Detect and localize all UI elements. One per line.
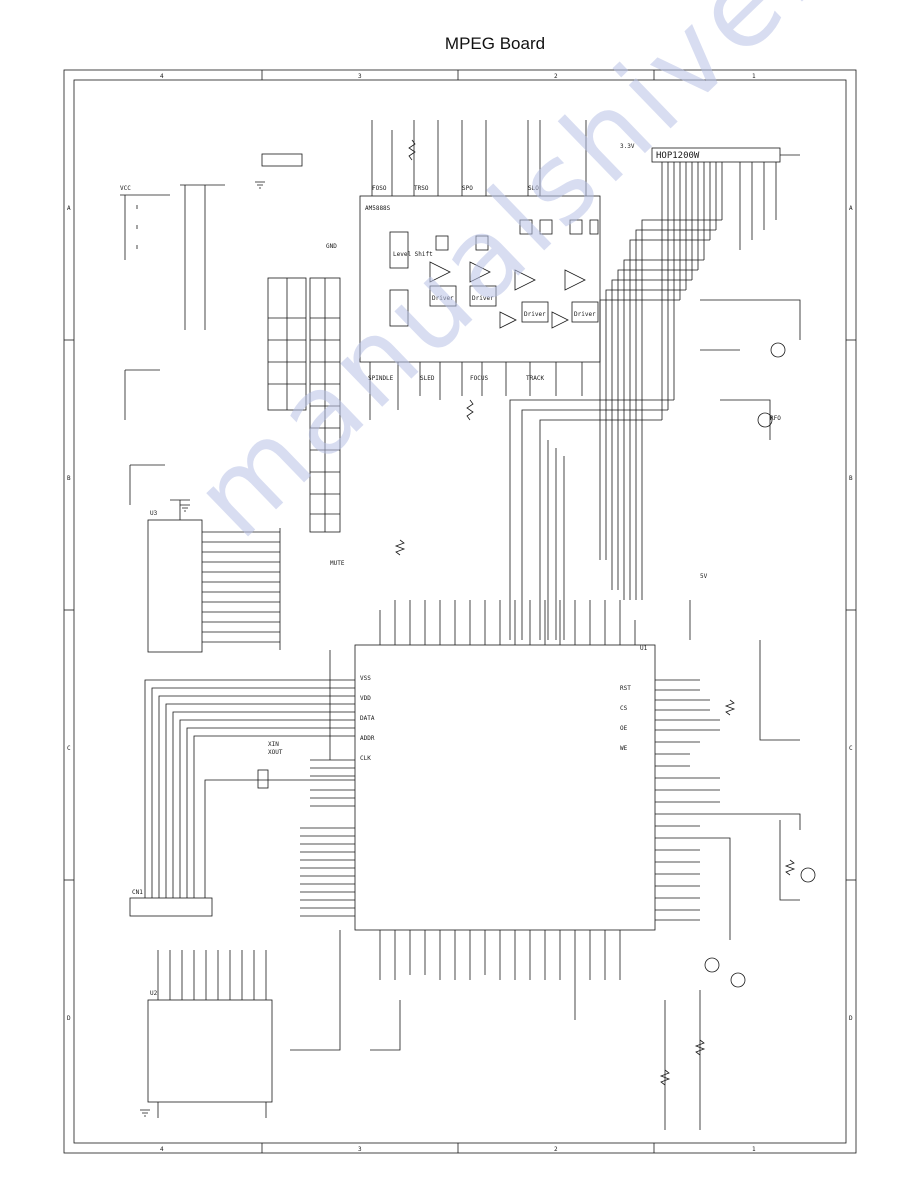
net-label: VCC: [120, 185, 131, 192]
outer-frame: [63, 69, 857, 1154]
pin-label: WE: [620, 745, 628, 752]
net-label: XOUT: [268, 749, 283, 756]
row-label: A: [67, 205, 71, 212]
net-label: GND: [326, 243, 337, 250]
sdram-chip-body: [147, 519, 203, 653]
servo-ic-label: AM5888S: [365, 205, 391, 212]
pin-label: OE: [620, 725, 628, 732]
net-label: SLO: [528, 185, 539, 192]
pin-label: DATA: [360, 715, 375, 722]
pin-label: RST: [620, 685, 631, 692]
servo-driver-ic: [359, 195, 601, 363]
net-label: XIN: [268, 741, 279, 748]
col-label: 2: [554, 1146, 558, 1153]
pin-label: ADDR: [360, 735, 375, 742]
net-label: 3.3V: [620, 143, 635, 150]
net-label: SPO: [462, 185, 473, 192]
row-label: C: [849, 745, 853, 752]
row-label: B: [849, 475, 853, 482]
row-label: A: [849, 205, 853, 212]
cap-bank-top-left: [120, 184, 225, 505]
row-label: B: [67, 475, 71, 482]
servo-block-label-5: Driver: [574, 311, 596, 318]
servo-block-label-4: Driver: [524, 311, 546, 318]
col-label: 4: [160, 1146, 164, 1153]
net-label: FOSO: [372, 185, 387, 192]
pin-label: CS: [620, 705, 628, 712]
col-label: 3: [358, 1146, 362, 1153]
net-label: RFO: [770, 415, 781, 422]
net-label: SPINDLE: [368, 375, 394, 382]
col-label: 4: [160, 73, 164, 80]
row-label: D: [849, 1015, 853, 1022]
col-label: 1: [752, 73, 756, 80]
net-label: FOCUS: [470, 375, 488, 382]
col-label: 1: [752, 1146, 756, 1153]
servo-block-label-3: Driver: [472, 295, 494, 302]
net-label: 5V: [700, 573, 708, 580]
col-label: 2: [554, 73, 558, 80]
page-title: MPEG Board: [444, 34, 546, 53]
flash-chip-body: [147, 999, 273, 1103]
flash-label: U2: [150, 990, 158, 997]
col-label: 3: [358, 73, 362, 80]
net-label: TRSO: [414, 185, 429, 192]
mpeg-decoder-ic: [354, 644, 656, 931]
connector-label: CN1: [132, 889, 143, 896]
sdram-label: U3: [150, 510, 158, 517]
pin-label: CLK: [360, 755, 371, 762]
inner-frame: [73, 79, 847, 1144]
pin-label: VDD: [360, 695, 371, 702]
row-label: C: [67, 745, 71, 752]
left-connector-body: [129, 897, 213, 917]
servo-block-label-1: Level Shift: [393, 251, 433, 258]
hop-connector-label: HOP1200W: [656, 151, 700, 161]
row-label: D: [67, 1015, 71, 1022]
net-label: SLED: [420, 375, 435, 382]
servo-block-label-2: Driver: [432, 295, 454, 302]
mpeg-ic-label: U1: [640, 645, 648, 652]
net-label: TRACK: [526, 375, 544, 382]
net-label: MUTE: [330, 560, 345, 567]
pin-label: VSS: [360, 675, 371, 682]
